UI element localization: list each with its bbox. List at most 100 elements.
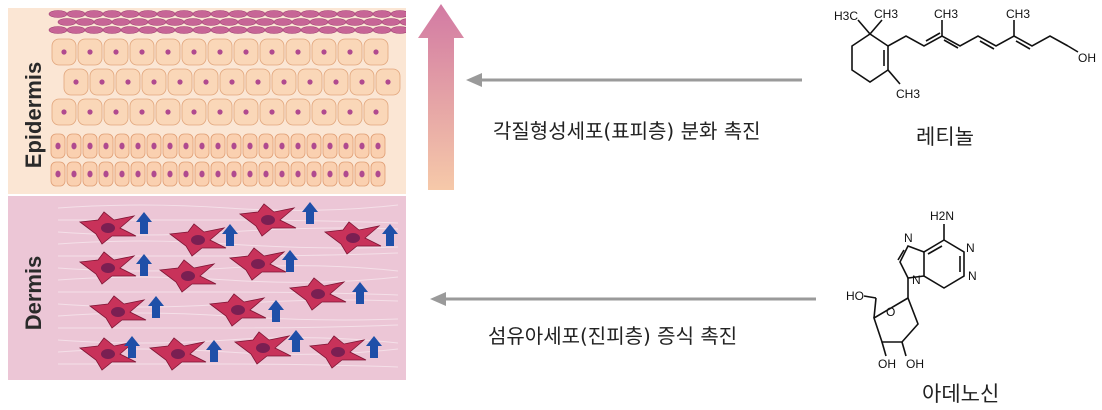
- basal-nucleus: [183, 170, 189, 178]
- keratinocyte-nucleus: [73, 79, 79, 85]
- fibroblast-nucleus: [331, 347, 345, 357]
- flat-cell: [174, 10, 194, 18]
- basal-nucleus: [167, 170, 173, 178]
- basal-nucleus: [151, 170, 157, 178]
- basal-nucleus: [343, 142, 349, 150]
- retinol-ch3-a: H3C: [834, 9, 858, 23]
- retinol-ch3-b: CH3: [874, 7, 898, 21]
- keratinocyte-nucleus: [191, 49, 197, 55]
- fibroblast-nucleus: [251, 259, 265, 269]
- flat-cell: [84, 26, 104, 34]
- adenosine-oh-left: OH: [878, 357, 896, 371]
- adenosine-n1: N: [966, 241, 975, 255]
- proliferation-up-arrow: [302, 202, 318, 224]
- flat-cell: [390, 10, 406, 18]
- flat-cell: [102, 26, 122, 34]
- collagen-fiber: [57, 291, 399, 296]
- proliferation-up-arrow: [206, 340, 222, 362]
- keratinocyte-nucleus: [203, 79, 209, 85]
- fibroblast-nucleus: [311, 289, 325, 299]
- basal-nucleus: [263, 170, 269, 178]
- flat-cell: [318, 10, 338, 18]
- flat-cell: [372, 26, 392, 34]
- epidermis-illustration: [48, 10, 406, 187]
- flat-cell: [228, 26, 248, 34]
- keratinocyte-nucleus: [295, 49, 301, 55]
- flat-cell: [363, 18, 383, 26]
- proliferation-up-arrow: [288, 330, 304, 352]
- fibroblast-nucleus: [261, 215, 275, 225]
- basal-nucleus: [295, 142, 301, 150]
- flat-cell: [264, 26, 284, 34]
- adenosine-arrow: [430, 292, 816, 306]
- basal-nucleus: [359, 142, 365, 150]
- basal-nucleus: [167, 142, 173, 150]
- fibroblast-nucleus: [101, 223, 115, 233]
- keratinocyte-nucleus: [125, 79, 131, 85]
- basal-nucleus: [263, 142, 269, 150]
- adenosine-o-ring: O: [886, 305, 895, 319]
- flat-cell: [48, 10, 68, 18]
- flat-cell: [291, 18, 311, 26]
- keratinocyte-nucleus: [347, 49, 353, 55]
- flat-cell: [399, 18, 406, 26]
- proliferation-up-arrow: [382, 224, 398, 246]
- basal-nucleus: [375, 170, 381, 178]
- adenosine-ho-top: HO: [846, 289, 864, 303]
- flat-cell: [210, 10, 230, 18]
- keratinocyte-nucleus: [321, 49, 327, 55]
- flat-cell: [309, 18, 329, 26]
- keratinocyte-nucleus: [281, 79, 287, 85]
- proliferation-up-arrow: [136, 254, 152, 276]
- flat-cell: [66, 10, 86, 18]
- keratinocyte-nucleus: [359, 79, 365, 85]
- proliferation-up-arrow: [268, 300, 284, 322]
- flat-cell: [174, 26, 194, 34]
- flat-cell: [93, 18, 113, 26]
- keratinocyte-nucleus: [255, 79, 261, 85]
- epidermis-label: Epidermis: [21, 61, 46, 169]
- keratinocyte-nucleus: [321, 109, 327, 115]
- flat-cell: [57, 18, 77, 26]
- flat-cell: [156, 10, 176, 18]
- keratinocyte-nucleus: [113, 109, 119, 115]
- flat-cell: [246, 10, 266, 18]
- flat-cell: [381, 18, 401, 26]
- flat-cell: [318, 26, 338, 34]
- basal-nucleus: [135, 170, 141, 178]
- keratinocyte-nucleus: [333, 79, 339, 85]
- flat-cell: [210, 26, 230, 34]
- adenosine-name: 아데노신: [922, 382, 1000, 406]
- keratinocyte-nucleus: [165, 49, 171, 55]
- flat-cell: [48, 26, 68, 34]
- keratinocyte-nucleus: [307, 79, 313, 85]
- keratinocyte-nucleus: [243, 49, 249, 55]
- flat-cell: [66, 26, 86, 34]
- flat-cell: [156, 26, 176, 34]
- dermis-panel: Dermis: [8, 196, 406, 380]
- fibroblast-nucleus: [181, 271, 195, 281]
- fibroblast-nucleus: [256, 343, 270, 353]
- basal-nucleus: [199, 142, 205, 150]
- flat-cell: [345, 18, 365, 26]
- flat-cell: [282, 26, 302, 34]
- fibroblast-nucleus: [111, 307, 125, 317]
- retinol-ch3-d: CH3: [1006, 7, 1030, 21]
- flat-cell: [120, 10, 140, 18]
- flat-cell: [138, 10, 158, 18]
- proliferation-up-arrow: [352, 282, 368, 304]
- keratinocyte-label: 각질형성세포(표피층) 분화 촉진: [493, 119, 761, 143]
- keratinocyte-nucleus: [243, 109, 249, 115]
- flat-cell: [84, 10, 104, 18]
- proliferation-up-arrow: [366, 336, 382, 358]
- dermis-illustration: [57, 202, 399, 371]
- collagen-fiber: [58, 324, 399, 329]
- keratinocyte-nucleus: [191, 109, 197, 115]
- retinol-oh: OH: [1078, 51, 1096, 65]
- keratinocyte-nucleus: [177, 79, 183, 85]
- keratinocyte-nucleus: [99, 79, 105, 85]
- basal-nucleus: [231, 170, 237, 178]
- fibroblast-nucleus: [346, 233, 360, 243]
- keratinocyte-nucleus: [61, 109, 67, 115]
- basal-nucleus: [327, 142, 333, 150]
